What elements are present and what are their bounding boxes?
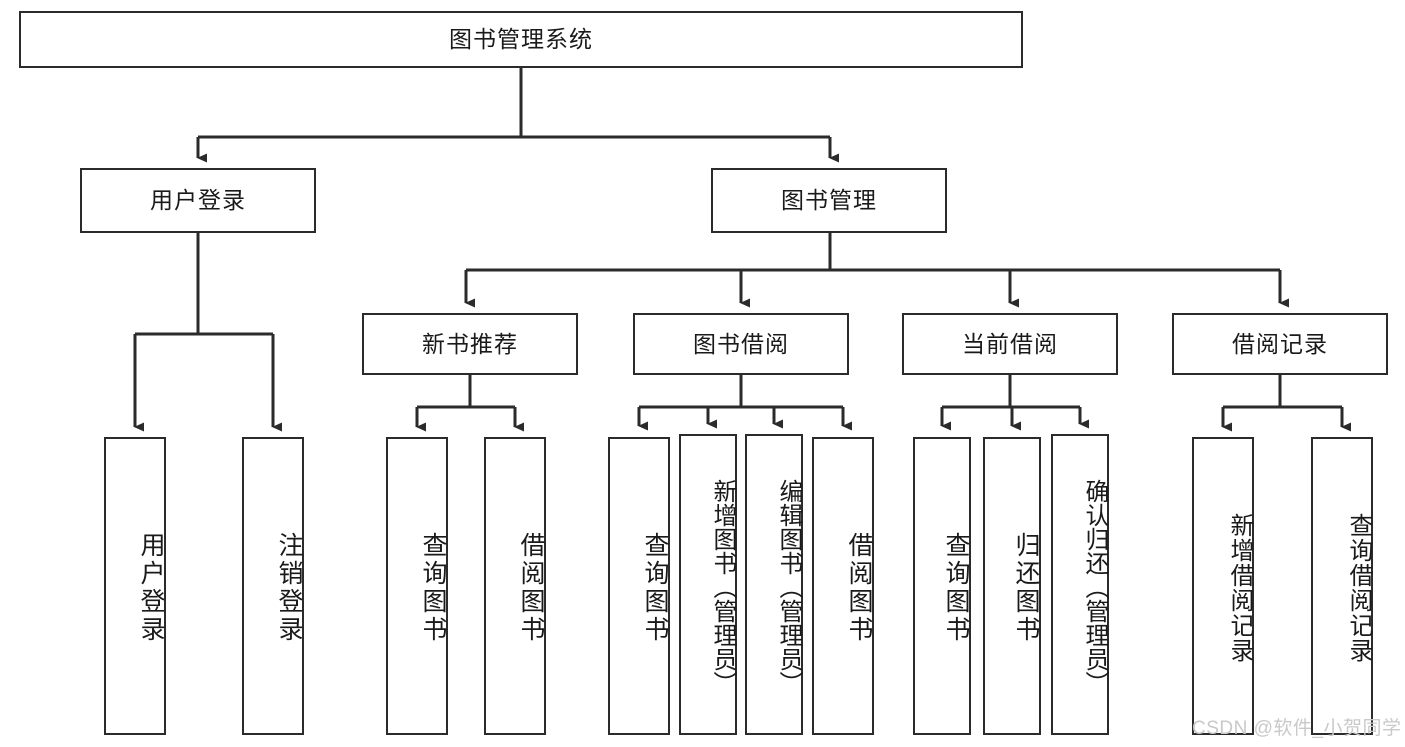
node-user-login-label: 用户登录 (150, 187, 246, 214)
leaf-edit-book-admin[interactable]: 编辑图书（管理员） (745, 434, 803, 735)
leaf-logout[interactable]: 注销登录 (242, 437, 304, 735)
leaf-query-book-3[interactable]: 查询图书 (913, 437, 971, 735)
leaf-logout-label: 注销登录 (275, 532, 303, 644)
node-borrow-records-label: 借阅记录 (1232, 330, 1328, 357)
node-user-login[interactable]: 用户登录 (80, 168, 316, 233)
node-book-management-label: 图书管理 (781, 187, 877, 214)
leaf-return-book[interactable]: 归还图书 (983, 437, 1041, 735)
leaf-add-book-admin[interactable]: 新增图书（管理员） (679, 434, 737, 735)
node-root-label: 图书管理系统 (449, 26, 593, 53)
leaf-add-borrow-record-label: 新增借阅记录 (1226, 513, 1253, 663)
leaf-confirm-return-admin-label: 确认归还（管理员） (1081, 478, 1108, 695)
leaf-query-borrow-record[interactable]: 查询借阅记录 (1311, 437, 1373, 735)
leaf-query-book-3-label: 查询图书 (942, 532, 970, 644)
leaf-user-login-label: 用户登录 (137, 532, 165, 644)
leaf-query-book-2-label: 查询图书 (641, 532, 669, 644)
leaf-add-borrow-record[interactable]: 新增借阅记录 (1192, 437, 1254, 735)
leaf-query-book-2[interactable]: 查询图书 (608, 437, 670, 735)
leaf-add-book-admin-label: 新增图书（管理员） (709, 478, 736, 695)
leaf-confirm-return-admin[interactable]: 确认归还（管理员） (1051, 434, 1109, 735)
leaf-return-book-label: 归还图书 (1012, 532, 1040, 644)
node-new-book-recommend-label: 新书推荐 (422, 330, 518, 357)
leaf-borrow-book-1-label: 借阅图书 (517, 532, 545, 644)
leaf-query-book-1-label: 查询图书 (419, 532, 447, 644)
node-book-borrow-label: 图书借阅 (693, 330, 789, 357)
node-new-book-recommend[interactable]: 新书推荐 (362, 313, 578, 375)
leaf-query-borrow-record-label: 查询借阅记录 (1345, 513, 1372, 663)
leaf-user-login[interactable]: 用户登录 (104, 437, 166, 735)
leaf-borrow-book-2[interactable]: 借阅图书 (812, 437, 874, 735)
leaf-borrow-book-1[interactable]: 借阅图书 (484, 437, 546, 735)
leaf-edit-book-admin-label: 编辑图书（管理员） (775, 478, 802, 695)
leaf-borrow-book-2-label: 借阅图书 (845, 532, 873, 644)
node-root[interactable]: 图书管理系统 (19, 11, 1023, 68)
leaf-query-book-1[interactable]: 查询图书 (386, 437, 448, 735)
node-current-borrow[interactable]: 当前借阅 (902, 313, 1118, 375)
node-book-borrow[interactable]: 图书借阅 (633, 313, 849, 375)
node-borrow-records[interactable]: 借阅记录 (1172, 313, 1388, 375)
node-current-borrow-label: 当前借阅 (962, 330, 1058, 357)
node-book-management[interactable]: 图书管理 (711, 168, 947, 233)
